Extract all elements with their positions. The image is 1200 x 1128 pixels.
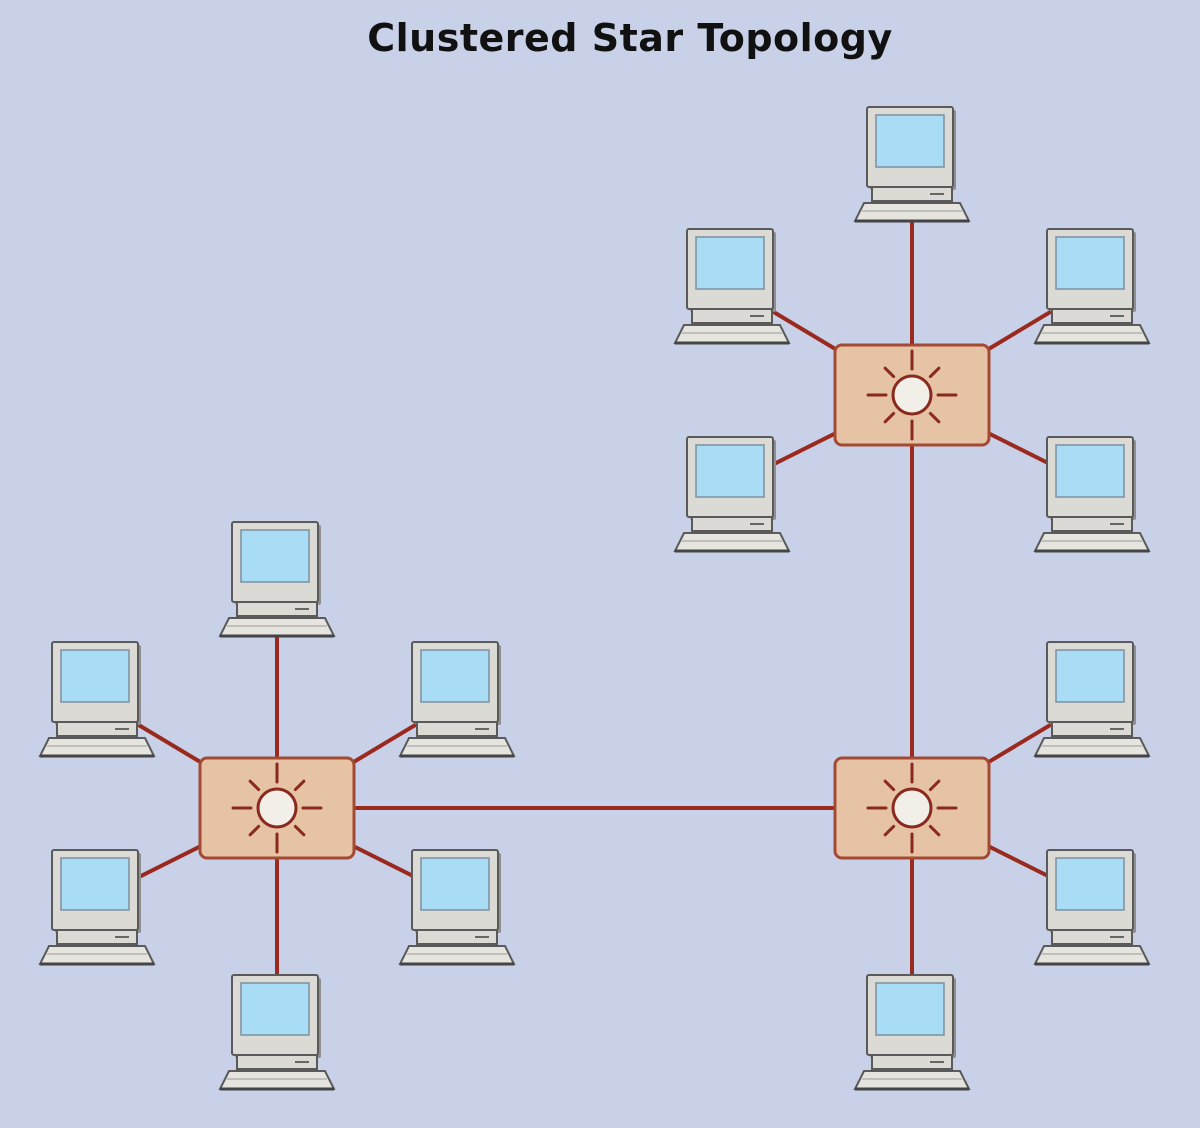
hub-core <box>891 374 933 416</box>
keyboard-icon <box>218 617 336 637</box>
computer-icon <box>38 641 156 758</box>
keyboard-icon <box>398 737 516 757</box>
monitor-screen <box>240 982 310 1036</box>
computer-icon <box>853 974 971 1091</box>
computer-icon <box>218 974 336 1091</box>
hub-icon <box>833 756 991 860</box>
keyboard-icon <box>38 737 156 757</box>
computer-icon <box>1033 849 1151 966</box>
monitor-screen <box>695 444 765 498</box>
keyboard-icon <box>1033 945 1151 965</box>
monitor-screen <box>60 649 130 703</box>
monitor-screen <box>240 529 310 583</box>
keyboard-icon <box>853 202 971 222</box>
hub-core <box>891 787 933 829</box>
monitor-screen <box>420 649 490 703</box>
keyboard-icon <box>1033 737 1151 757</box>
monitor-screen <box>875 114 945 168</box>
keyboard-icon <box>38 945 156 965</box>
diagram-title: Clustered Star Topology <box>367 16 893 60</box>
hub-icon <box>833 343 991 447</box>
monitor-screen <box>1055 236 1125 290</box>
computer-icon <box>38 849 156 966</box>
monitor-screen <box>420 857 490 911</box>
hub-core <box>256 787 298 829</box>
monitor-screen <box>695 236 765 290</box>
computer-icon <box>853 106 971 223</box>
monitor-screen <box>60 857 130 911</box>
keyboard-icon <box>673 532 791 552</box>
keyboard-icon <box>1033 532 1151 552</box>
hub-icon <box>198 756 356 860</box>
keyboard-icon <box>853 1070 971 1090</box>
keyboard-icon <box>398 945 516 965</box>
computer-icon <box>1033 228 1151 345</box>
monitor-screen <box>875 982 945 1036</box>
monitor-screen <box>1055 444 1125 498</box>
nodes-layer <box>38 106 1151 1091</box>
keyboard-icon <box>673 324 791 344</box>
computer-icon <box>1033 641 1151 758</box>
keyboard-icon <box>218 1070 336 1090</box>
monitor-screen <box>1055 649 1125 703</box>
computer-icon <box>398 849 516 966</box>
computer-icon <box>1033 436 1151 553</box>
keyboard-icon <box>1033 324 1151 344</box>
computer-icon <box>218 521 336 638</box>
computer-icon <box>673 228 791 345</box>
computer-icon <box>673 436 791 553</box>
monitor-screen <box>1055 857 1125 911</box>
computer-icon <box>398 641 516 758</box>
